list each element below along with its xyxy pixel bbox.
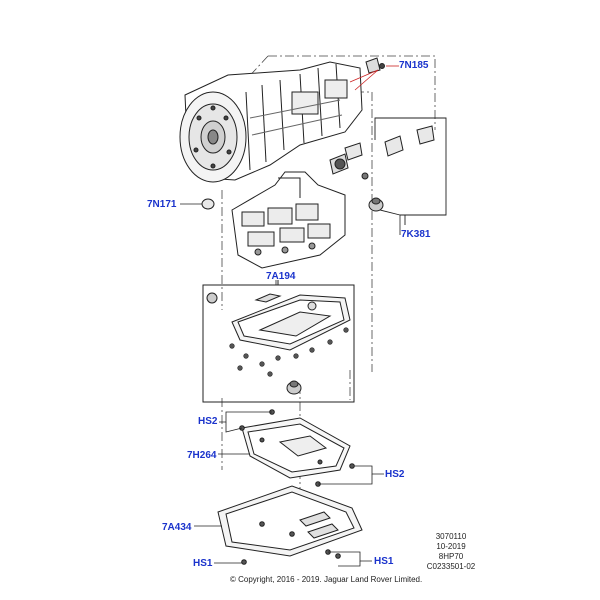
callout-hs2-right[interactable]: HS2 — [385, 469, 405, 480]
undershield-7a434 — [218, 486, 362, 564]
metadata-line-3: 8HP70 — [438, 552, 464, 561]
copyright-notice: © Copyright, 2016 - 2019. Jaguar Land Ro… — [230, 575, 423, 584]
pan-bolts — [230, 328, 349, 377]
callout-hs1-left[interactable]: HS1 — [193, 558, 213, 569]
diagram-metadata: 3070110 10-2019 8HP70 C0233501-02 — [420, 532, 482, 572]
solenoid-parts — [330, 126, 434, 211]
callout-7h264[interactable]: 7H264 — [187, 450, 217, 461]
callout-7k381[interactable]: 7K381 — [401, 229, 431, 240]
callout-7a194[interactable]: 7A194 — [266, 271, 296, 282]
leader-lines — [194, 215, 400, 566]
callout-7n185[interactable]: 7N185 — [399, 60, 429, 71]
callout-7a434[interactable]: 7A434 — [162, 522, 192, 533]
transmission-assembly — [180, 62, 362, 182]
callout-hs2-upper[interactable]: HS2 — [198, 416, 218, 427]
plug-7n171 — [202, 199, 214, 209]
bracket-7k381 — [375, 118, 446, 225]
sensor-7n185 — [366, 58, 385, 73]
metadata-line-2: 10-2019 — [436, 542, 466, 551]
valve-body — [232, 172, 345, 268]
metadata-line-1: 3070110 — [435, 532, 467, 541]
skid-bracket-7h264 — [240, 410, 355, 487]
metadata-line-4: C0233501-02 — [426, 562, 476, 571]
oil-pan — [207, 293, 350, 394]
leader-7n185 — [350, 66, 399, 90]
callout-hs1-right[interactable]: HS1 — [374, 556, 394, 567]
oil-pan-kit-box — [203, 280, 354, 402]
callout-7n171[interactable]: 7N171 — [147, 199, 177, 210]
